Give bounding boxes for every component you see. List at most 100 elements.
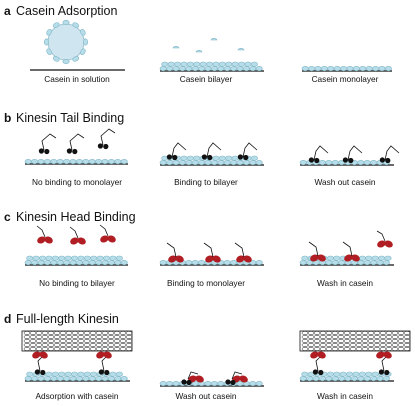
casein-protein xyxy=(299,260,307,266)
kinesin-head-red xyxy=(239,375,248,383)
kinesin-head-black xyxy=(308,157,314,163)
kinesin-tail xyxy=(242,142,258,158)
casein-protein xyxy=(198,66,206,72)
tubulin-dimer xyxy=(125,339,133,343)
casein-protein xyxy=(114,376,122,382)
casein-protein xyxy=(90,371,98,377)
casein-protein xyxy=(114,159,122,165)
casein-protein xyxy=(299,160,307,166)
casein-protein xyxy=(210,66,218,72)
kinesin-head-red xyxy=(310,351,319,359)
casein-protein xyxy=(331,160,339,166)
casein-protein xyxy=(178,160,186,166)
kinesin-head-black xyxy=(72,148,78,155)
kinesin-tail xyxy=(315,356,321,372)
casein-protein xyxy=(172,160,180,166)
d-scene-wash-out-casein xyxy=(159,371,264,387)
tubulin-dimer xyxy=(403,339,411,343)
casein-protein xyxy=(50,260,58,266)
kinesin-head-black xyxy=(225,379,231,385)
casein-protein xyxy=(115,255,123,261)
panel-c-letter: c xyxy=(4,210,11,224)
casein-protein xyxy=(346,371,354,377)
kinesin-head-black xyxy=(201,154,207,160)
caption-no-binding-monolayer: No binding to monolayer xyxy=(32,177,122,187)
kinesin-head-black xyxy=(385,157,391,164)
casein-protein xyxy=(338,260,346,266)
casein-protein xyxy=(250,155,258,161)
casein-protein xyxy=(39,255,47,261)
tubulin-dimer xyxy=(403,335,411,339)
casein-protein xyxy=(230,160,238,166)
casein-protein xyxy=(218,61,226,67)
casein-protein xyxy=(195,50,203,53)
casein-protein xyxy=(185,160,193,166)
kinesin-tail xyxy=(206,142,222,158)
casein-protein xyxy=(50,159,58,165)
casein-protein xyxy=(314,66,322,72)
panel-c: c Kinesin Head Binding No binding to bil… xyxy=(4,210,394,288)
micelle-core xyxy=(47,23,85,61)
kinesin-head-red xyxy=(376,351,385,359)
casein-protein xyxy=(193,61,201,67)
caption-casein-in-solution: Casein in solution xyxy=(44,74,110,84)
casein-protein xyxy=(363,376,371,382)
casein-protein xyxy=(359,66,367,72)
casein-protein xyxy=(172,66,180,72)
casein-protein xyxy=(301,255,309,261)
kinesin-head-black xyxy=(342,157,348,163)
casein-protein xyxy=(77,371,85,377)
casein-protein xyxy=(357,260,365,266)
casein-protein xyxy=(95,159,103,165)
casein-protein xyxy=(231,61,239,67)
casein-protein xyxy=(382,376,390,382)
microtubule-body xyxy=(299,330,411,352)
kinesin-tail xyxy=(347,145,363,161)
kinesin-head-black xyxy=(38,148,45,154)
casein-protein xyxy=(120,376,128,382)
panel-b-title: Kinesin Tail Binding xyxy=(16,111,124,125)
kinesin-head-red xyxy=(32,351,41,359)
kinesin-tail xyxy=(381,356,387,372)
kinesin-head-red xyxy=(310,254,319,262)
casein-bilayer xyxy=(159,38,264,72)
casein-protein xyxy=(370,160,378,166)
casein-protein xyxy=(159,381,167,387)
b-scene-binding-bilayer xyxy=(159,142,264,166)
casein-protein xyxy=(80,48,86,56)
kinesin-head-red xyxy=(96,351,105,359)
panel-b-letter: b xyxy=(4,111,11,125)
kinesin-head-red xyxy=(205,255,214,263)
b-scene-wash-out-casein xyxy=(299,145,400,166)
casein-protein xyxy=(331,376,339,382)
casein-protein xyxy=(172,381,180,387)
kinesin-head-red xyxy=(195,375,204,383)
casein-protein xyxy=(217,66,225,72)
casein-protein xyxy=(223,260,231,266)
kinesin-head-red xyxy=(107,235,116,243)
casein-protein xyxy=(114,260,122,266)
casein-protein xyxy=(231,155,239,161)
casein-protein xyxy=(166,381,174,387)
kinesin-head-black xyxy=(98,369,104,375)
casein-protein xyxy=(212,155,220,161)
casein-protein xyxy=(26,371,34,377)
kinesin-tail xyxy=(308,241,319,257)
kinesin-tail xyxy=(100,128,116,146)
casein-protein xyxy=(72,56,80,62)
casein-protein xyxy=(180,61,188,67)
casein-protein xyxy=(96,255,104,261)
casein-protein xyxy=(43,376,51,382)
casein-protein xyxy=(88,376,96,382)
casein-protein xyxy=(186,61,194,67)
casein-micelle xyxy=(43,19,89,65)
casein-protein xyxy=(218,155,226,161)
caption-no-binding-bilayer: No binding to bilayer xyxy=(39,278,115,288)
casein-protein xyxy=(159,66,167,72)
casein-protein xyxy=(249,66,257,72)
casein-protein xyxy=(63,260,71,266)
kinesin-head-red xyxy=(317,351,326,359)
kinesin-head-black xyxy=(314,157,320,164)
kinesin-head-red xyxy=(168,255,177,263)
casein-protein xyxy=(191,260,199,266)
